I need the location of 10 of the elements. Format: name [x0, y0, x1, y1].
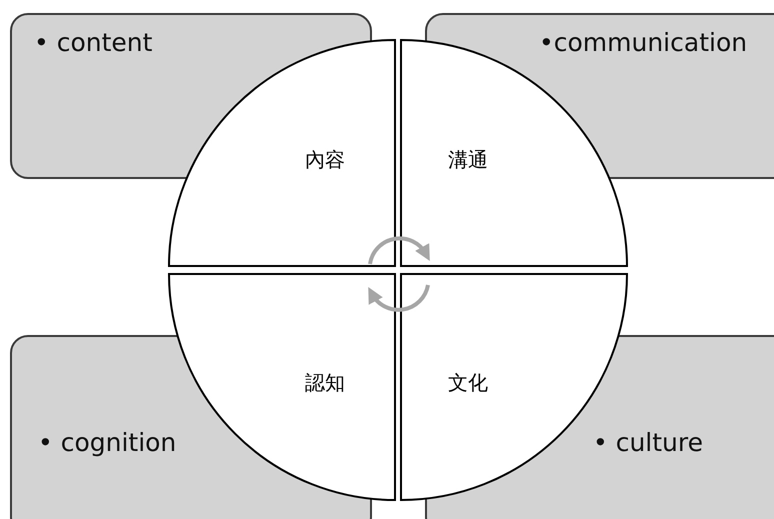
sector-label: 內容: [305, 146, 345, 174]
curved-arrow: [368, 284, 430, 312]
curved-arrow: [368, 236, 430, 264]
bullet-text: • cognition: [38, 427, 178, 459]
sector-label: 文化: [448, 370, 488, 396]
sector-label: 認知: [305, 370, 345, 396]
bullet-text: • content: [34, 27, 154, 59]
bullet-text: •communication: [539, 27, 748, 59]
sector-label: 溝通: [448, 146, 488, 174]
bullet-text: • culture: [593, 427, 704, 459]
